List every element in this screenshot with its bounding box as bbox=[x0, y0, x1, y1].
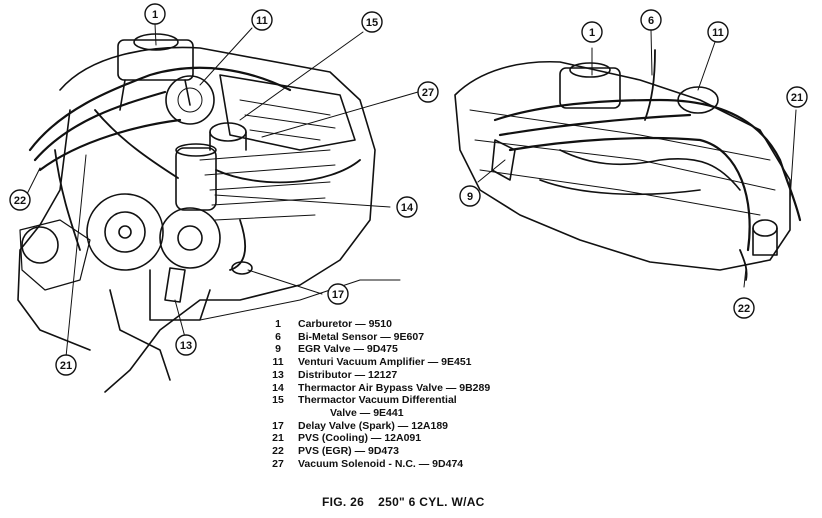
legend-row: 9 EGR Valve — 9D475 bbox=[258, 343, 558, 356]
callout-circle bbox=[361, 11, 383, 33]
callout-circle bbox=[707, 21, 729, 43]
callout-label-27: 27 bbox=[422, 87, 434, 99]
legend-number: 1 bbox=[275, 318, 281, 330]
legend-text: Delay Valve (Spark) — 12A189 bbox=[298, 419, 449, 432]
callout-circles bbox=[9, 3, 808, 376]
legend-text: Bi-Metal Sensor — 9E607 bbox=[298, 330, 425, 343]
callout-label-6: 6 bbox=[648, 15, 654, 27]
callout-circle bbox=[581, 21, 603, 43]
callout-label-22-right: 22 bbox=[738, 303, 750, 315]
legend-number: 17 bbox=[272, 419, 284, 432]
legend-row: 21 PVS (Cooling) — 12A091 bbox=[258, 432, 558, 445]
callout-labels: 1 11 15 27 14 17 13 21 22 1 6 11 21 9 22 bbox=[14, 9, 803, 372]
callout-label-1: 1 bbox=[152, 9, 158, 21]
legend-number: 9 bbox=[275, 343, 281, 356]
callout-circle bbox=[396, 196, 418, 218]
legend-row: 17 Delay Valve (Spark) — 12A189 bbox=[258, 420, 558, 433]
legend-number: 27 bbox=[272, 457, 284, 470]
legend-text: Valve — 9E441 bbox=[330, 406, 404, 419]
callout-circle bbox=[417, 81, 439, 103]
right-leader-lines bbox=[477, 29, 797, 288]
legend-number: 15 bbox=[272, 394, 284, 407]
callout-circle bbox=[251, 9, 273, 31]
callout-circle bbox=[175, 334, 197, 356]
left-engine-drawing bbox=[17, 33, 401, 393]
callout-circle bbox=[55, 354, 77, 376]
callout-label-9: 9 bbox=[467, 191, 473, 203]
legend-text: EGR Valve — 9D475 bbox=[298, 343, 398, 356]
left-leader-lines bbox=[23, 23, 419, 358]
legend-row: 27 Vacuum Solenoid - N.C. — 9D474 bbox=[258, 458, 558, 471]
legend-text: PVS (Cooling) — 12A091 bbox=[298, 432, 422, 445]
legend-text: Thermactor Air Bypass Valve — 9B289 bbox=[298, 381, 491, 394]
parts-legend: 1 Carburetor — 9510 6 Bi-Metal Sensor — … bbox=[258, 318, 558, 470]
legend-row: 22 PVS (EGR) — 9D473 bbox=[258, 445, 558, 458]
callout-circle bbox=[327, 283, 349, 305]
callout-circle bbox=[459, 185, 481, 207]
callout-label-22: 22 bbox=[14, 195, 26, 207]
callout-label-13: 13 bbox=[180, 340, 192, 352]
legend-number: 22 bbox=[272, 445, 284, 458]
legend-row-continuation: Valve — 9E441 bbox=[258, 407, 558, 420]
legend-text: Vacuum Solenoid - N.C. — 9D474 bbox=[298, 457, 464, 470]
legend-text: Carburetor — 9510 bbox=[298, 318, 392, 330]
callout-label-17: 17 bbox=[332, 289, 344, 301]
legend-row: 6 Bi-Metal Sensor — 9E607 bbox=[258, 331, 558, 344]
legend-text: Distributor — 12127 bbox=[298, 368, 398, 381]
legend-number: 11 bbox=[272, 356, 284, 369]
legend-row: 13 Distributor — 12127 bbox=[258, 369, 558, 382]
legend-text: Thermactor Vacuum Differential bbox=[298, 394, 457, 407]
legend-number: 14 bbox=[272, 381, 284, 394]
figure-caption: FIG. 26 250" 6 CYL. W/AC bbox=[322, 495, 499, 509]
callout-label-14: 14 bbox=[401, 202, 414, 214]
legend-row: 15 Thermactor Vacuum Differential bbox=[258, 394, 558, 407]
legend-text: Venturi Vacuum Amplifier — 9E451 bbox=[298, 356, 472, 369]
callout-circle bbox=[9, 189, 31, 211]
callout-circle bbox=[144, 3, 166, 25]
legend-number: 21 bbox=[272, 432, 284, 445]
legend-row: 11 Venturi Vacuum Amplifier — 9E451 bbox=[258, 356, 558, 369]
callout-label-11-right: 11 bbox=[712, 27, 724, 39]
callout-label-11: 11 bbox=[256, 15, 268, 27]
legend-number: 6 bbox=[275, 330, 281, 343]
callout-label-21: 21 bbox=[60, 360, 72, 372]
callout-circle bbox=[733, 297, 755, 319]
legend-row: 14 Thermactor Air Bypass Valve — 9B289 bbox=[258, 382, 558, 395]
callout-label-1-right: 1 bbox=[589, 27, 595, 39]
callout-label-15: 15 bbox=[366, 17, 378, 29]
callout-circle bbox=[640, 9, 662, 31]
callout-circle bbox=[786, 86, 808, 108]
right-engine-drawing bbox=[454, 49, 802, 281]
legend-row: 1 Carburetor — 9510 bbox=[258, 318, 558, 331]
callout-label-21-right: 21 bbox=[791, 92, 803, 104]
legend-text: PVS (EGR) — 9D473 bbox=[298, 445, 399, 458]
figure-number: FIG. 26 bbox=[322, 495, 365, 509]
legend-number: 13 bbox=[272, 368, 284, 381]
figure-title: 250" 6 CYL. W/AC bbox=[378, 495, 485, 509]
